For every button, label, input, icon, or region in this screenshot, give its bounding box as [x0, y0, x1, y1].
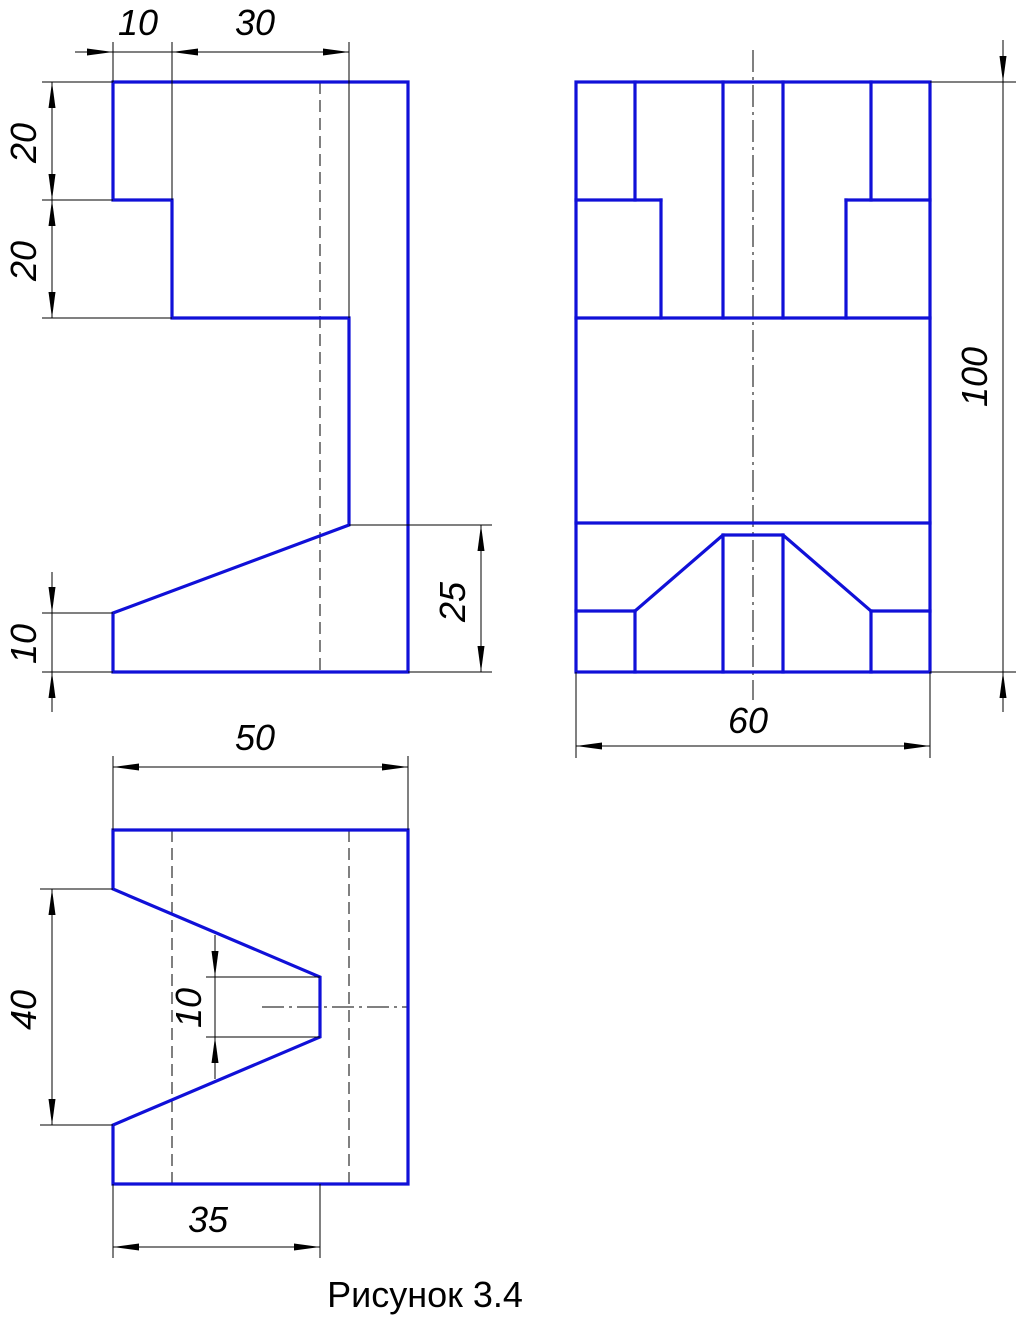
top-dim-slot: 10 — [168, 988, 209, 1028]
front-dimension-lines — [48, 48, 485, 712]
figure-caption: Рисунок 3.4 — [327, 1274, 523, 1315]
side-dimension-lines — [576, 40, 1007, 750]
top-dim-width-bottom: 35 — [188, 1199, 229, 1240]
front-extension-lines — [42, 42, 492, 673]
side-dim-width: 60 — [728, 700, 768, 741]
top-outline — [111, 828, 410, 1186]
side-inner-lines — [574, 80, 932, 674]
front-dim-height-bottom: 10 — [3, 624, 44, 664]
top-dim-width-total: 50 — [235, 717, 275, 758]
side-view: 60 100 — [574, 40, 1016, 758]
top-dim-height: 40 — [3, 990, 44, 1030]
top-view: 50 40 10 35 — [3, 717, 410, 1258]
front-dim-height-mid: 20 — [3, 241, 44, 282]
front-dim-top-right: 30 — [235, 2, 275, 43]
front-dim-top-left: 10 — [118, 2, 158, 43]
front-view: 10 30 20 20 10 25 — [3, 2, 492, 712]
side-outline — [574, 80, 932, 674]
side-extension-lines — [575, 81, 1016, 758]
front-outline — [111, 80, 410, 674]
side-dim-height: 100 — [954, 347, 995, 407]
front-dim-right-height: 25 — [432, 581, 473, 623]
front-dim-height-upper: 20 — [3, 123, 44, 164]
top-dimension-lines — [48, 763, 408, 1251]
